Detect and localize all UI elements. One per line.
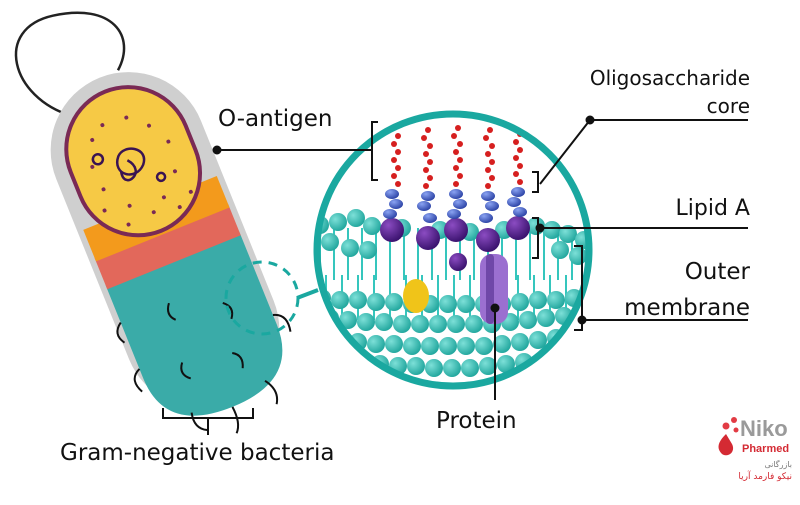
o-antigen-label: O-antigen bbox=[218, 106, 333, 132]
niko-pharmed-logo: Niko Pharmed بازرگانی نیکو فارمد آریا bbox=[712, 412, 794, 488]
lipid-a-molecules bbox=[380, 216, 530, 271]
cytoplasm bbox=[64, 85, 203, 238]
ribosomes bbox=[90, 115, 193, 227]
logo-name: Niko bbox=[740, 416, 788, 441]
teal-outer-membrane bbox=[105, 231, 283, 416]
protein-label: Protein bbox=[436, 408, 517, 434]
oligosaccharide-label-line1: Oligosaccharide bbox=[589, 66, 750, 90]
bacterium bbox=[14, 11, 292, 434]
leader-lines bbox=[212, 115, 748, 400]
zoom-connector bbox=[296, 288, 319, 300]
logo-tagline: بازرگانی bbox=[764, 460, 792, 469]
gram-negative-bacteria-label: Gram-negative bacteria bbox=[60, 440, 335, 466]
core-oligosaccharides bbox=[383, 187, 527, 223]
yellow-membrane-protein bbox=[403, 279, 429, 313]
outer-membrane-label-line2: membrane bbox=[624, 295, 750, 321]
outer-membrane-label-line1: Outer bbox=[684, 259, 750, 285]
nucleoid bbox=[91, 147, 167, 183]
logo-drops-icon bbox=[718, 417, 739, 456]
pili bbox=[116, 301, 292, 434]
oligosaccharide-label-line2: core bbox=[706, 94, 750, 118]
flagellum bbox=[14, 11, 126, 118]
lipid-a-label: Lipid A bbox=[675, 196, 750, 221]
bacteria-bracket bbox=[162, 408, 254, 435]
logo-persian-name: نیکو فارمد آریا bbox=[738, 472, 792, 482]
logo-subname: Pharmed bbox=[742, 443, 790, 455]
porin-shade bbox=[486, 254, 494, 324]
peptidoglycan-layer bbox=[94, 203, 241, 290]
membrane-zoom-ring bbox=[313, 110, 593, 390]
outer-membrane-label: Outer membrane bbox=[580, 254, 750, 326]
lower-phospholipid-heads bbox=[317, 289, 583, 377]
oligosaccharide-core-label: Oligosaccharide core bbox=[560, 64, 750, 120]
